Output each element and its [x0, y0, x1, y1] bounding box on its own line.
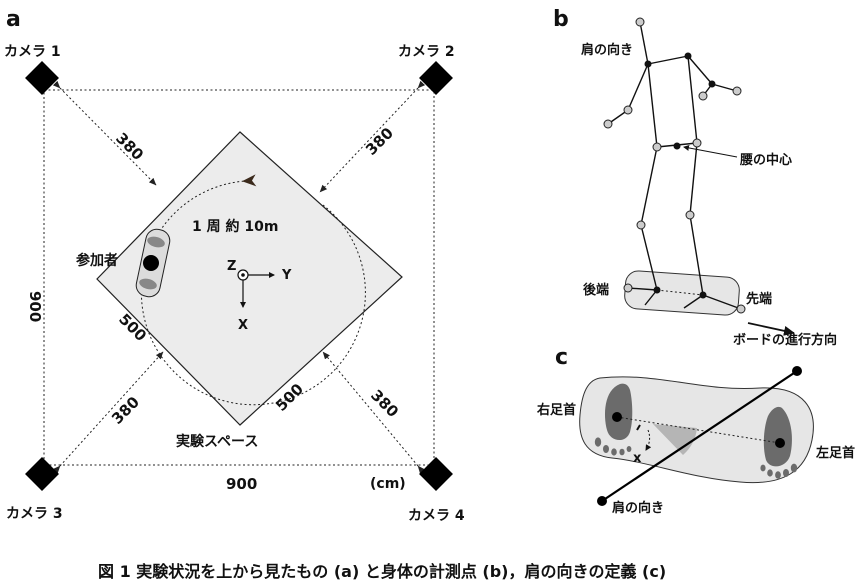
- skeleton: [607, 21, 742, 310]
- experiment-space: [96, 131, 403, 426]
- dim-380-bottom-right: 380: [367, 386, 402, 421]
- space-label: 実験スペース: [176, 433, 258, 450]
- lap-path: [140, 174, 366, 406]
- participant-head-icon: [143, 255, 159, 271]
- shoulder-orientation-label-b: 肩の向き: [581, 42, 633, 58]
- coordinate-axes: Z Y X: [227, 259, 292, 333]
- panel-a: a カメラ 1 カメラ 2 カメラ 3 カメラ 4 380 380 380 38…: [4, 7, 465, 524]
- board-rear-label: 後端: [583, 282, 609, 298]
- panel-c: c: [536, 345, 855, 516]
- dim-line-cam2: [319, 80, 426, 193]
- dim-380-top-left: 380: [112, 129, 147, 164]
- dim-line-cam3: [52, 351, 164, 474]
- camera-2-icon: [419, 61, 453, 95]
- ankle-line: [616, 416, 781, 444]
- camera-1-label: カメラ 1: [4, 44, 61, 60]
- camera-3-label: カメラ 3: [6, 506, 63, 522]
- shoulder-end-bottom: [597, 496, 607, 506]
- foot-back-icon: [139, 278, 157, 290]
- lap-label: 1 周 約 10m: [192, 218, 278, 235]
- shoulder-line: [601, 370, 798, 502]
- camera-boundary: [43, 89, 435, 466]
- dim-line-cam1: [52, 80, 157, 186]
- z-axis-dot-icon: [241, 273, 245, 277]
- right-ankle-point: [612, 412, 622, 422]
- panel-b: b: [553, 7, 837, 348]
- dim-900-bottom: 900: [226, 475, 257, 493]
- axis-z-label: Z: [227, 259, 236, 274]
- angle-tick: [636, 424, 641, 431]
- dim-line-cam4: [322, 351, 425, 474]
- board-direction-label: ボードの進行方向: [733, 332, 837, 348]
- right-ankle-label: 右足首: [536, 402, 576, 418]
- board-front-label: 先端: [746, 291, 772, 307]
- angle-symbol: x: [633, 451, 642, 466]
- board-b: [624, 270, 740, 316]
- panel-c-label: c: [555, 345, 568, 370]
- angle-wedge: [653, 424, 697, 455]
- shoulder-orientation-label-c: 肩の向き: [612, 500, 664, 516]
- camera-2-label: カメラ 2: [398, 44, 455, 60]
- angle-arrow: [645, 429, 652, 451]
- unit-label: (cm): [370, 476, 406, 492]
- panel-a-label: a: [6, 7, 21, 32]
- waist-center-pointer: [683, 144, 738, 158]
- left-ankle-point: [775, 438, 785, 448]
- participant-label: 参加者: [76, 252, 118, 269]
- axis-x-label: X: [238, 318, 248, 333]
- right-foot-icon: [594, 383, 633, 456]
- left-foot-icon: [760, 406, 798, 479]
- board-direction-arrow: [747, 322, 795, 336]
- axis-y-label: Y: [281, 268, 292, 283]
- dim-380-top-right: 380: [362, 124, 397, 159]
- camera-3-icon: [25, 457, 59, 491]
- foot-front-icon: [147, 236, 165, 248]
- waist-center-label: 腰の中心: [739, 152, 792, 168]
- shoulder-end-top: [792, 366, 802, 376]
- dim-380-bottom-left: 380: [108, 393, 143, 428]
- dim-900-left: 900: [26, 291, 44, 322]
- participant-board: [135, 228, 171, 298]
- waist-center-point: [673, 142, 681, 150]
- figure-caption: 図 1 実験状況を上から見たもの (a) と身体の計測点 (b)，肩の向きの定義…: [98, 562, 666, 581]
- camera-4-icon: [419, 457, 453, 491]
- panel-b-label: b: [553, 7, 569, 32]
- skeleton-joints: [603, 17, 746, 314]
- camera-4-label: カメラ 4: [408, 508, 465, 524]
- left-ankle-label: 左足首: [816, 445, 855, 461]
